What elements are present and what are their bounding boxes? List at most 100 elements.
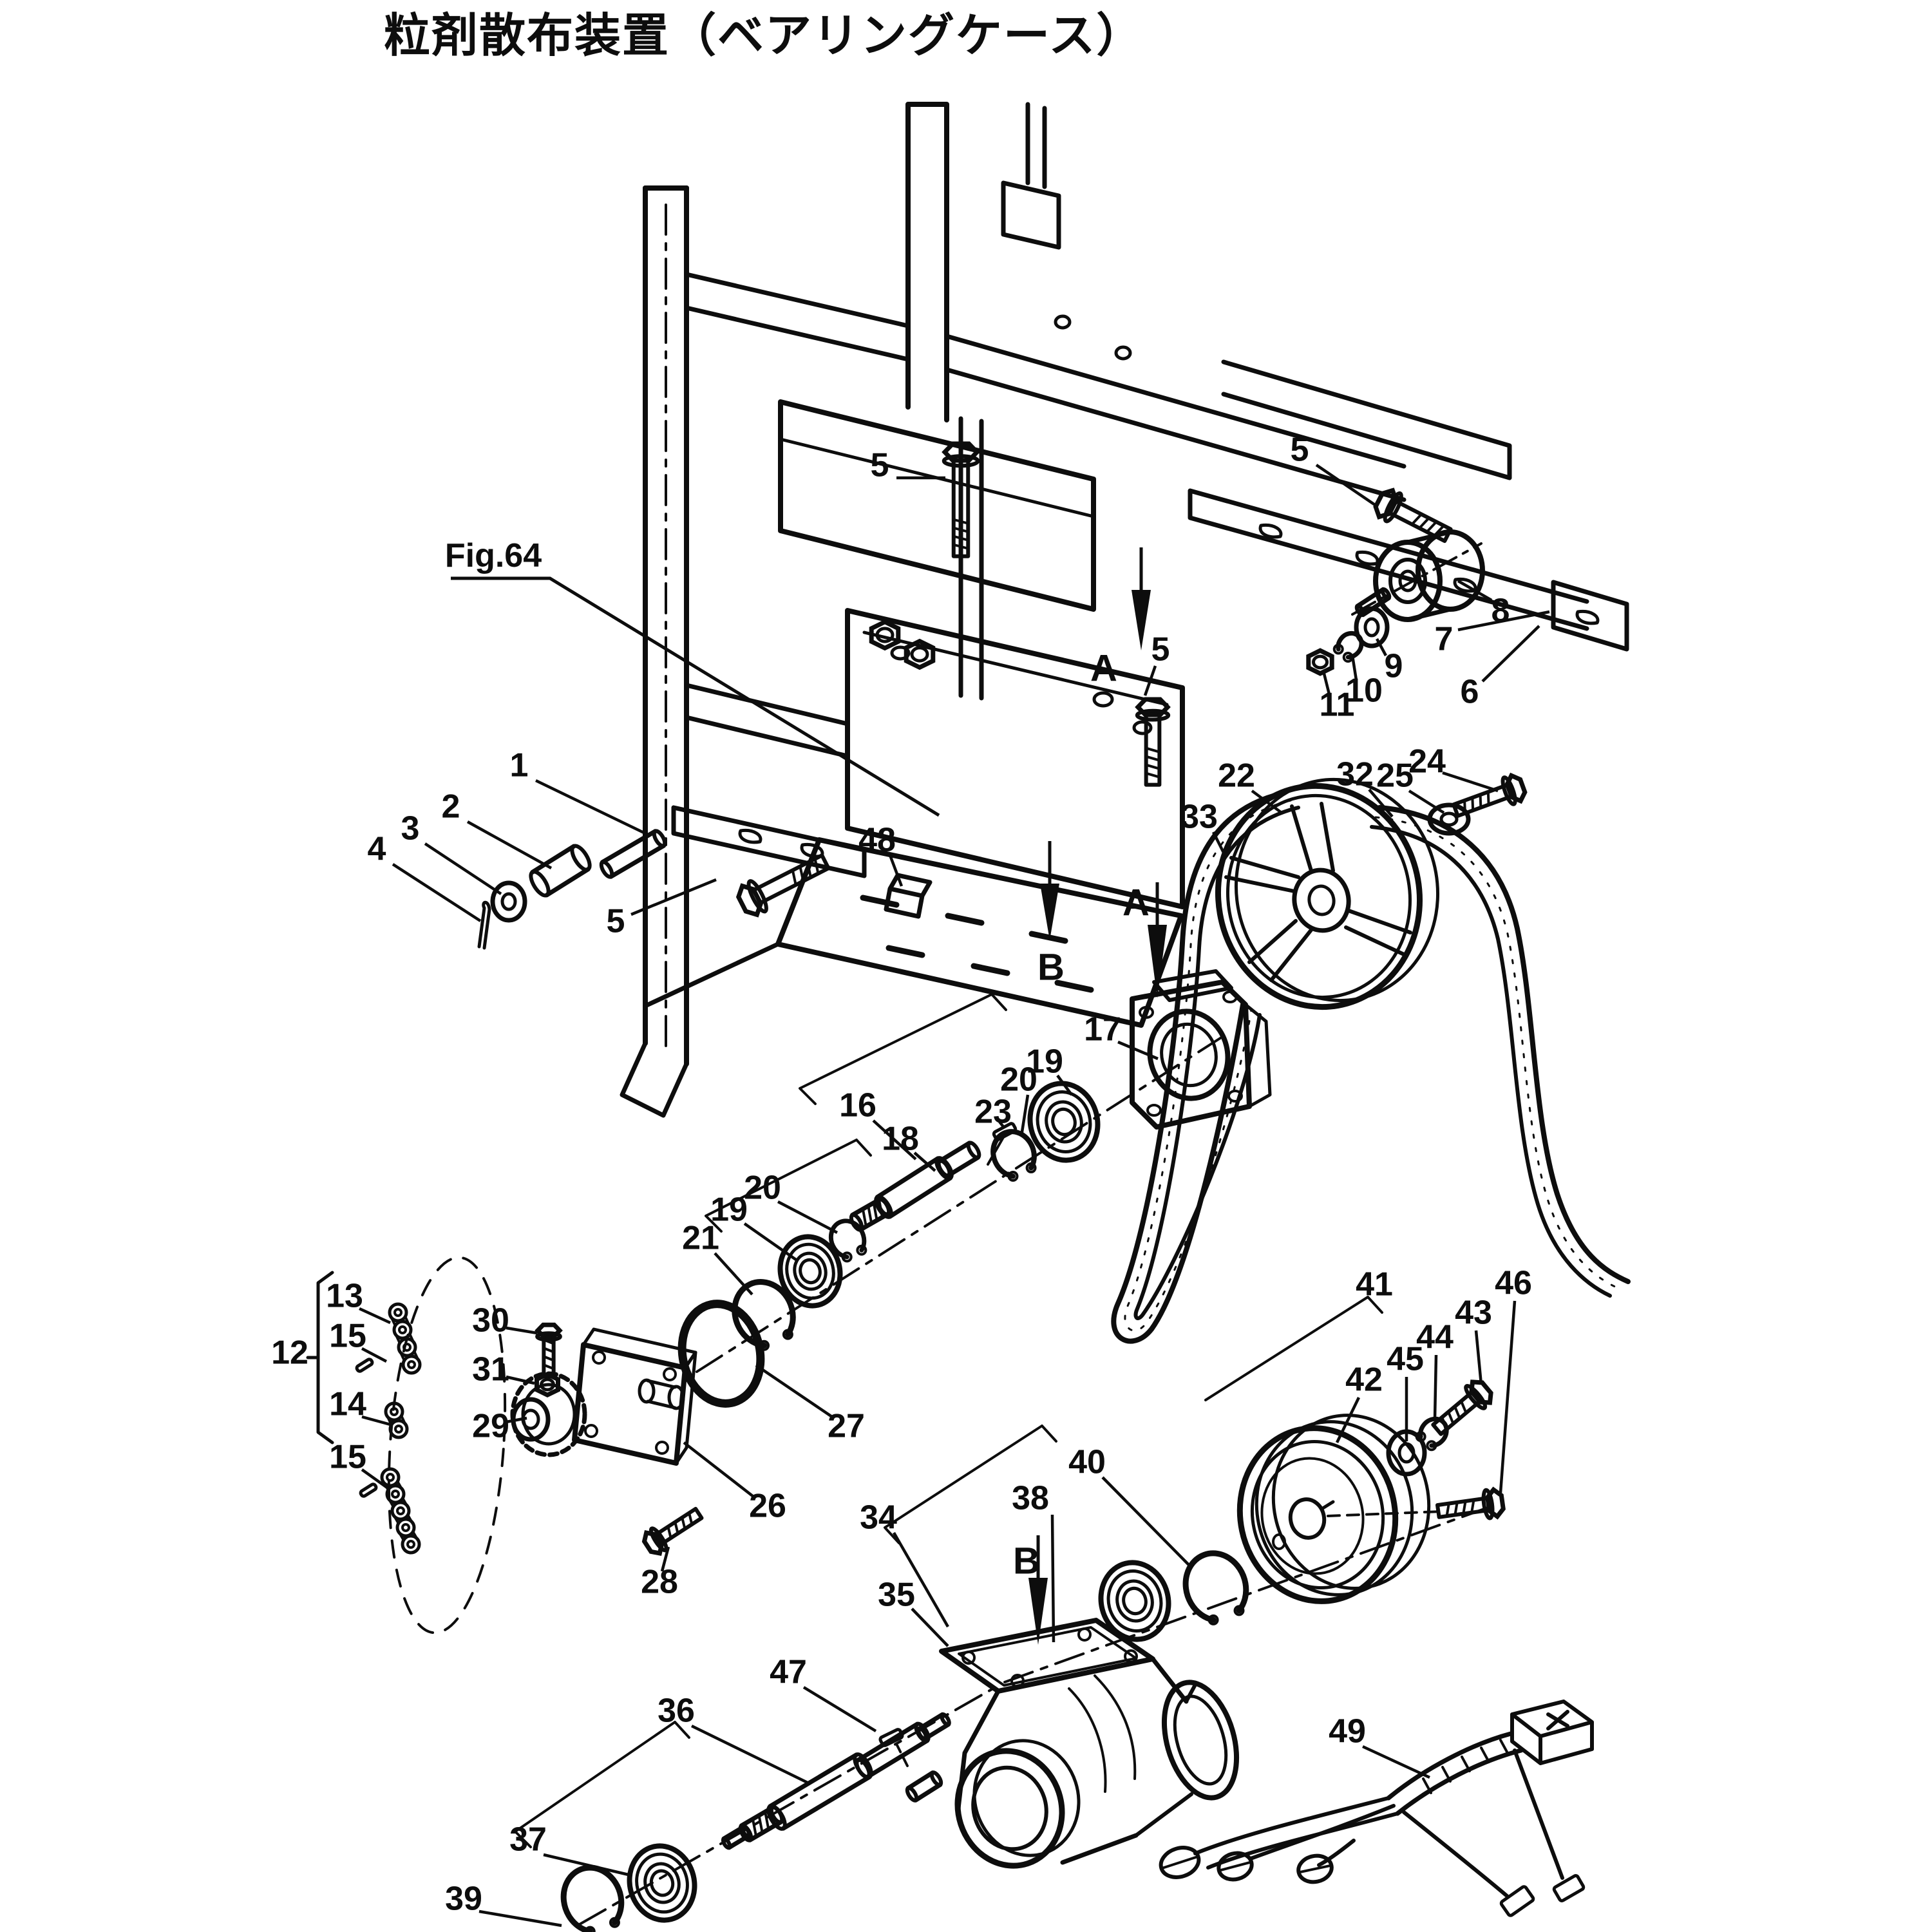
view-marker-B-1: B — [1037, 946, 1065, 988]
figure-label: Fig.64 — [445, 537, 542, 574]
part-path-76 — [674, 1350, 697, 1465]
part-path-29 — [1575, 609, 1600, 625]
part-callout-8-10: 8 — [1492, 592, 1510, 630]
leader-line-44 — [1433, 1354, 1438, 1420]
part-cring-141 — [560, 1864, 625, 1932]
part-callout-39-46: 39 — [445, 1880, 482, 1918]
leader-line-6 — [1481, 625, 1540, 683]
view-arrow-B — [1040, 884, 1059, 940]
part-ellipse-170 — [1054, 314, 1072, 330]
part-path-158 — [1003, 1503, 1498, 1683]
part-bolt-90 — [641, 1506, 704, 1557]
part-callout-19-20: 19 — [1026, 1043, 1063, 1081]
part-callout-43-49: 43 — [1455, 1294, 1492, 1332]
part-path-148 — [1249, 1804, 1396, 1861]
part-ellipse-16 — [1092, 691, 1114, 708]
part-callout-12-34: 12 — [271, 1334, 308, 1372]
leader-line-47 — [802, 1686, 877, 1732]
part-ellipse-43 — [1292, 867, 1351, 933]
part-callout-10-12: 10 — [1345, 672, 1383, 710]
part-path-11 — [1025, 102, 1047, 189]
part-path-12 — [778, 399, 1096, 612]
part-path-112 — [956, 1656, 1189, 1865]
part-bolt-130 — [1431, 1379, 1493, 1436]
part-path-146 — [1193, 1796, 1399, 1870]
leader-line-28 — [660, 1546, 670, 1572]
part-path-157 — [578, 1682, 1003, 1926]
part-callout-11-13: 11 — [1320, 687, 1355, 724]
leader-line-15 — [361, 1468, 390, 1490]
part-path-33 — [1405, 529, 1453, 622]
part-ellipse-57 — [1139, 1006, 1154, 1019]
leader-line-31 — [506, 1375, 535, 1385]
part-key-153 — [1499, 1885, 1535, 1917]
part-callout-45-51: 45 — [1387, 1341, 1424, 1378]
part-ellipse-78 — [663, 1367, 677, 1381]
part-callout-31-33: 31 — [472, 1351, 509, 1388]
leader-line-40 — [1101, 1476, 1193, 1569]
part-bearing-63 — [1027, 1081, 1101, 1163]
part-callout-32-15: 32 — [1336, 756, 1374, 793]
part-bolt-162 — [1135, 697, 1171, 787]
part-path-145 — [1422, 1739, 1510, 1794]
leader-line-34 — [893, 1531, 949, 1628]
part-ellipse-56 — [1160, 1022, 1218, 1088]
leader-line-8 — [1457, 580, 1493, 601]
part-ellipse-107 — [1124, 1649, 1138, 1663]
part-oring-73 — [677, 1300, 765, 1408]
part-callout-35-40: 35 — [878, 1577, 915, 1614]
part-callout-1-0: 1 — [510, 747, 529, 784]
part-callout-25-16: 25 — [1376, 757, 1414, 795]
part-path-23 — [684, 683, 850, 759]
part-path-62 — [1244, 1003, 1272, 1108]
leader-line-22 — [1251, 790, 1283, 814]
leader-line-43 — [1474, 1330, 1483, 1385]
part-pad-147 — [1159, 1846, 1201, 1879]
part-ellipse-113 — [1161, 1680, 1240, 1801]
part-ellipse-82 — [667, 1385, 685, 1410]
leader-line-9 — [1376, 638, 1387, 657]
leader-line-14 — [361, 1415, 391, 1426]
part-bearing-140 — [627, 1843, 697, 1923]
part-chain-92 — [388, 1302, 422, 1375]
part-ellipse-44 — [1307, 884, 1336, 916]
part-path-28 — [1551, 580, 1629, 652]
part-callout-38-41: 38 — [1012, 1480, 1049, 1517]
part-path-24 — [643, 942, 781, 1009]
part-path-10 — [1001, 180, 1061, 250]
part-callout-22-14: 22 — [1218, 757, 1255, 795]
part-callout-15-36: 15 — [329, 1318, 366, 1355]
part-callout-48-53: 48 — [858, 822, 896, 859]
part-pad-149 — [1217, 1851, 1254, 1882]
part-callout-40-42: 40 — [1068, 1444, 1106, 1481]
part-ellipse-111 — [972, 1739, 1081, 1857]
part-callout-41-47: 41 — [1356, 1266, 1393, 1303]
part-pad-151 — [1296, 1853, 1334, 1884]
leader-line-15 — [361, 1347, 388, 1363]
part-path-138 — [895, 1743, 909, 1768]
leader-line-3 — [424, 842, 502, 895]
part-path-66 — [987, 1136, 1005, 1166]
part-path-51 — [1374, 816, 1620, 1290]
part-callout-5-6: 5 — [1291, 431, 1309, 469]
leader-line-25 — [1408, 790, 1445, 814]
part-callout-20-21: 20 — [1000, 1061, 1037, 1099]
leader-line-38 — [1050, 1514, 1056, 1643]
part-path-127 — [1327, 1510, 1443, 1517]
view-marker-A-0: A — [1090, 647, 1117, 689]
part-ellipse-58 — [1222, 990, 1238, 1003]
part-path-49 — [1377, 805, 1631, 1284]
leader-line-5 — [1143, 665, 1157, 696]
part-callout-19-26: 19 — [710, 1191, 748, 1229]
part-cyl-164 — [599, 829, 667, 879]
part-path-48 — [1124, 799, 1292, 1332]
part-path-22 — [860, 895, 1094, 993]
leader-line-37 — [543, 1853, 632, 1877]
part-path-97 — [306, 1271, 334, 1444]
leader-line-39 — [478, 1909, 562, 1927]
part-cring-64 — [990, 1129, 1037, 1182]
part-bolt-53 — [1452, 772, 1528, 818]
